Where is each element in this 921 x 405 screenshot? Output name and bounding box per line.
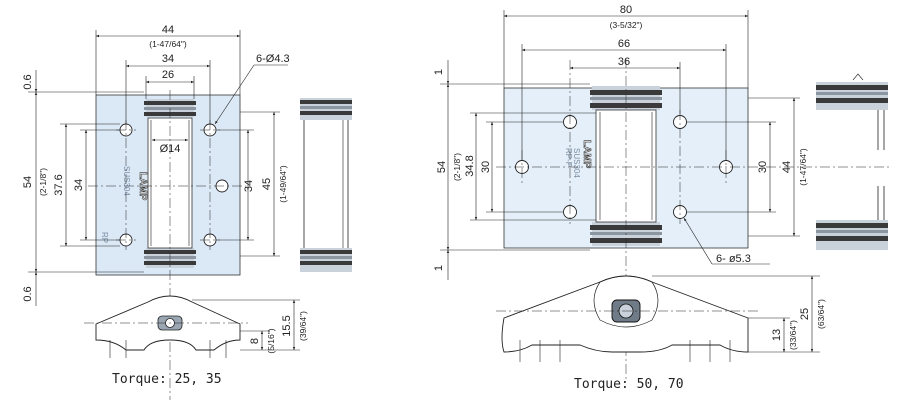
left-pin-dia: Ø14 <box>160 143 181 155</box>
left-knuckle-span: 26 <box>162 69 174 81</box>
left-hinge: LAMP SUS304 RP 44 (1-47/64") <box>22 24 352 400</box>
right-hinge: LAMP SUS304 RP-P 80 (3-5/32") <box>433 4 890 392</box>
right-hole-span: 66 <box>618 38 630 50</box>
right-gap-bottom: 1 <box>433 265 445 271</box>
left-dims-top: 44 (1-47/64") 34 26 6-Ø4.3 Ø14 <box>95 24 290 155</box>
right-side-view <box>816 73 888 250</box>
right-height-total: 54 <box>436 161 448 173</box>
left-code-mark: RP <box>100 232 109 243</box>
left-marking: LAMP <box>137 172 149 201</box>
left-bottom-view: 8 (5/16") 15.5 (39/64") <box>84 295 308 358</box>
left-side-8: 8 <box>249 338 261 344</box>
left-height-total-in: (2-1/8") <box>38 168 48 196</box>
left-h-34-right: 34 <box>243 180 255 192</box>
right-side-25: 25 <box>799 308 811 320</box>
right-holes-callout: 6- ø5.3 <box>716 253 751 265</box>
right-width-total: 80 <box>620 4 632 16</box>
left-gap-bottom: 0.6 <box>22 286 34 301</box>
right-material-mark: SUS304 <box>572 148 581 178</box>
left-h-376: 37.6 <box>53 174 65 195</box>
left-height-total: 54 <box>22 176 34 188</box>
right-dims-top: 80 (3-5/32") 66 36 6- ø5.3 <box>503 4 770 265</box>
left-front-view: LAMP SUS304 RP <box>88 90 246 400</box>
right-width-total-in: (3-5/32") <box>610 20 643 30</box>
right-side-13-in: (33/64") <box>788 320 798 350</box>
left-hole-span: 34 <box>162 53 174 65</box>
right-bottom-view: 13 (33/64") 25 (63/64") <box>496 275 826 362</box>
left-h-34: 34 <box>73 179 85 191</box>
left-dims-left: 54 (2-1/8") 37.6 34 0.6 0.6 <box>22 70 144 306</box>
right-dims-right: 30 44 (1-47/64") <box>686 97 808 237</box>
left-side-155: 15.5 <box>281 315 293 336</box>
right-side-25-in: (63/64") <box>816 299 826 329</box>
right-side-13: 13 <box>771 329 783 341</box>
left-width-total-in: (1-47/64") <box>149 39 187 49</box>
left-side-8-in: (5/16") <box>266 328 276 353</box>
right-h-44: 44 <box>781 161 793 173</box>
left-caption: Torque: 25, 35 <box>112 372 222 387</box>
right-dims-left: 54 (2-1/8") 34.8 30 1 1 <box>433 60 596 280</box>
left-holes-callout: 6-Ø4.3 <box>256 53 290 65</box>
left-dims-right: 34 45 (1-49/64") <box>216 111 288 257</box>
right-gap-top: 1 <box>433 69 445 75</box>
right-code-mark: RP-P <box>564 148 573 167</box>
right-brand-mark: LAMP <box>581 140 592 169</box>
right-h-30: 30 <box>480 161 492 173</box>
left-material-mark: SUS304 <box>122 166 131 196</box>
right-caption: Torque: 50, 70 <box>574 377 684 392</box>
right-h-30-right: 30 <box>757 161 769 173</box>
left-h-45-in: (1-49/64") <box>278 165 288 203</box>
left-side-155-in: (39/64") <box>298 311 308 341</box>
left-h-45: 45 <box>261 178 273 190</box>
right-front-view: LAMP SUS304 RP-P <box>496 58 890 380</box>
left-side-view <box>300 98 352 272</box>
left-width-total: 44 <box>162 24 174 36</box>
left-brand-mark: LAMP <box>137 172 148 201</box>
right-h-44-in: (1-47/64") <box>798 148 808 186</box>
right-height-total-in: (2-1/8") <box>452 153 462 181</box>
right-knuckle-span: 36 <box>618 56 630 68</box>
right-h-348: 34.8 <box>464 155 476 176</box>
left-gap-top: 0.6 <box>22 74 34 89</box>
